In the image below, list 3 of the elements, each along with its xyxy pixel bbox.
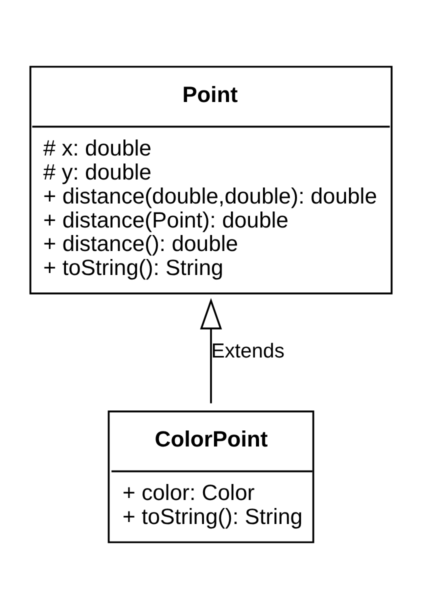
edge-label: Extends: [211, 340, 284, 363]
node-box: Point # x: double # y: double + distance(double,double): double + distance(Point): double + distance(): double + toString(): String: [29, 66, 393, 294]
arrow: [200, 298, 222, 404]
